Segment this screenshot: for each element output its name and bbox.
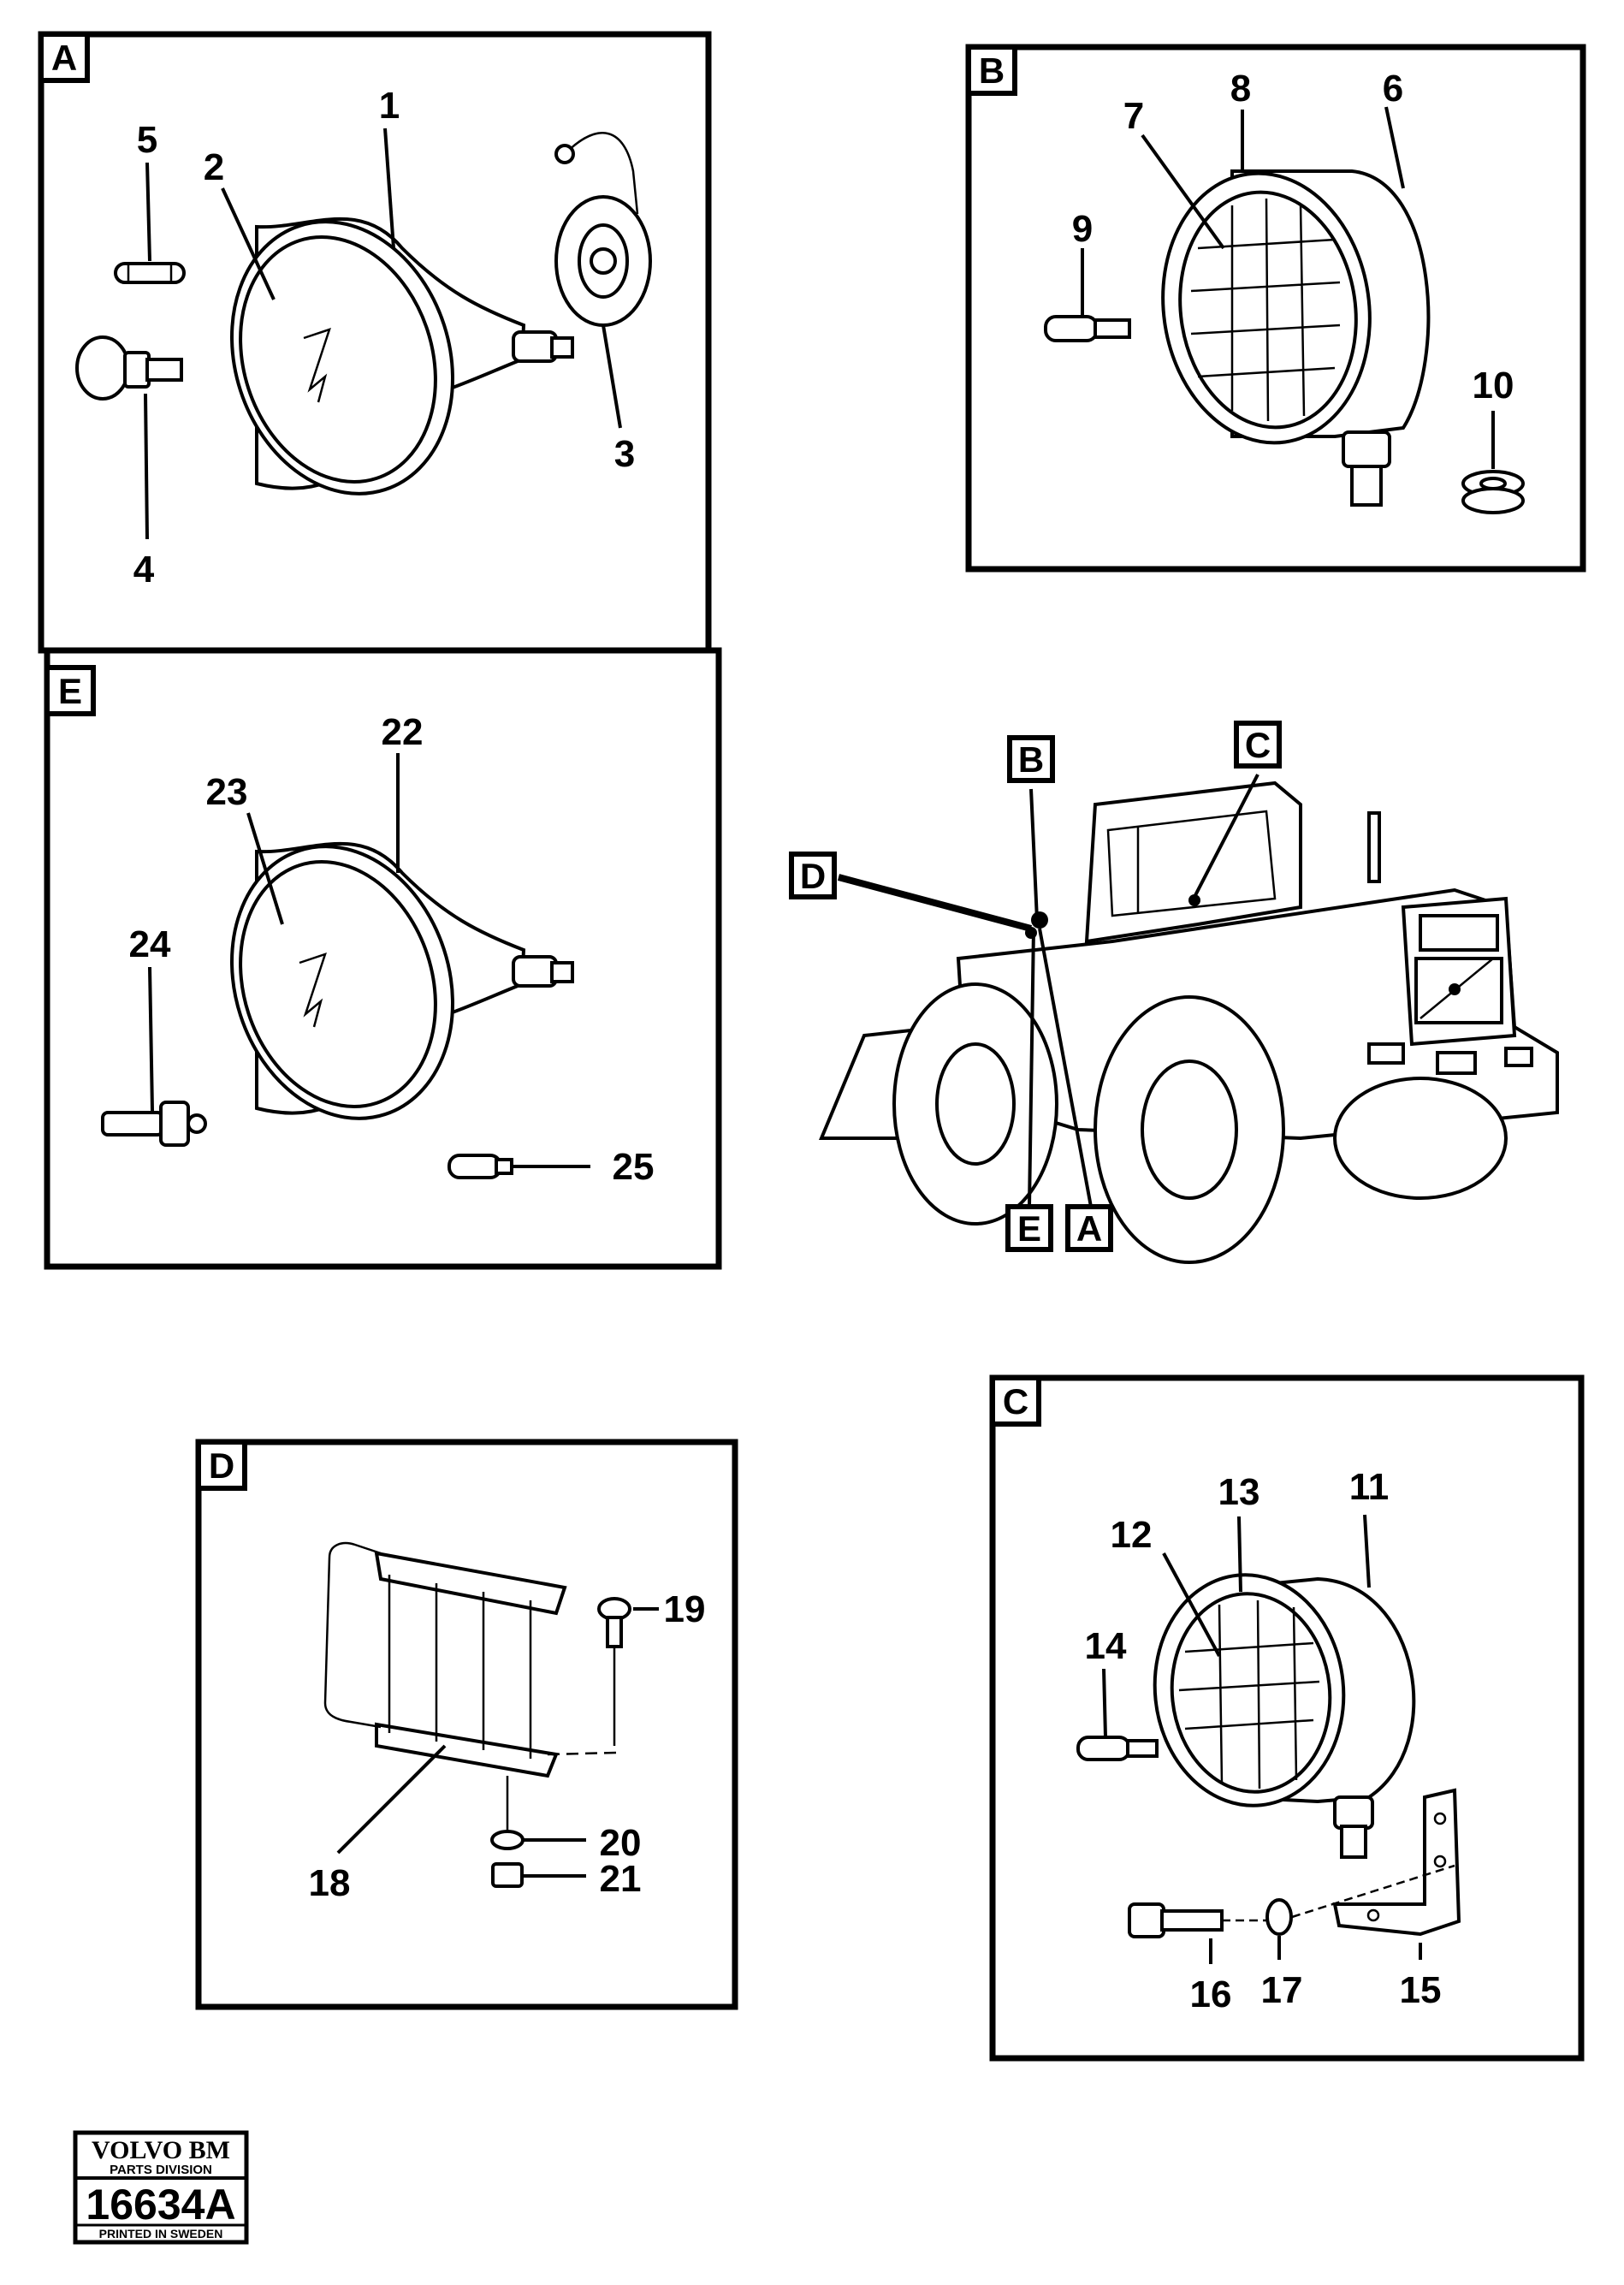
- callout-10: 10: [1473, 365, 1514, 407]
- callout-18: 18: [309, 1862, 351, 1904]
- guard-screw: [597, 1597, 631, 1746]
- callout-8: 8: [1230, 68, 1251, 110]
- grommet: [1461, 470, 1525, 514]
- worklight-b: [1161, 169, 1431, 507]
- callout-2: 2: [204, 146, 224, 188]
- callout-12: 12: [1111, 1514, 1153, 1556]
- tag-b: B: [1018, 739, 1044, 780]
- headlamp-a: [230, 217, 574, 496]
- capless-bulb: [1044, 315, 1131, 342]
- callout-14: 14: [1085, 1625, 1127, 1667]
- callout-24: 24: [129, 923, 171, 965]
- panel-c: C: [989, 1374, 1585, 2062]
- callout-9: 9: [1072, 208, 1093, 250]
- volvo-bm-stamp: VOLVO BM PARTS DIVISION 16634A PRINTED I…: [73, 2130, 249, 2245]
- stamp-code: 16634A: [86, 2181, 235, 2229]
- panel-e: E 22 23 24 25: [44, 647, 722, 1270]
- callout-15: 15: [1400, 1969, 1442, 2011]
- tag-e: E: [1017, 1208, 1041, 1249]
- halogen-bulb: [101, 1101, 207, 1147]
- panel-b: B 6 7 8 9 10: [965, 44, 1586, 573]
- festoon-bulb: [114, 262, 186, 284]
- callout-4: 4: [133, 549, 155, 591]
- callout-11: 11: [1349, 1466, 1390, 1508]
- callout-20: 20: [600, 1822, 642, 1864]
- panel-b-label: B: [979, 50, 1005, 91]
- stamp-brand: VOLVO BM: [92, 2136, 230, 2164]
- callout-22: 22: [382, 711, 424, 753]
- callout-6: 6: [1383, 68, 1403, 110]
- callout-7: 7: [1123, 95, 1144, 137]
- guard-washer: [490, 1830, 525, 1850]
- callout-23: 23: [206, 771, 248, 813]
- guard-nut: [491, 1862, 524, 1888]
- callout-13: 13: [1218, 1471, 1260, 1513]
- callout-16: 16: [1190, 1973, 1232, 2015]
- headlamp-bulb: [75, 335, 183, 401]
- bracket-washer: [1265, 1898, 1293, 1936]
- panel-d-label: D: [209, 1445, 234, 1486]
- tag-c: C: [1245, 725, 1271, 765]
- stamp-origin: PRINTED IN SWEDEN: [99, 2227, 223, 2240]
- panel-c-label: C: [1003, 1381, 1028, 1421]
- stamp-division: PARTS DIVISION: [110, 2163, 212, 2177]
- callout-17: 17: [1261, 1969, 1303, 2011]
- callout-1: 1: [379, 85, 400, 127]
- callout-3: 3: [614, 433, 635, 475]
- mounting-bracket: [1332, 1788, 1461, 1937]
- panel-a: A: [38, 31, 712, 654]
- headlamp-e: [230, 841, 574, 1120]
- panel-d: D 18 19 20 21: [195, 1439, 738, 2010]
- bracket-bolt: [1128, 1902, 1224, 1938]
- callout-21: 21: [600, 1858, 642, 1900]
- parking-bulb: [447, 1154, 513, 1179]
- bulb-c: [1076, 1736, 1159, 1761]
- callout-5: 5: [137, 119, 157, 161]
- wheel-loader-overview: B C D E A: [789, 721, 1559, 1264]
- panel-a-label: A: [51, 38, 77, 78]
- tag-a: A: [1076, 1208, 1102, 1249]
- callout-19: 19: [664, 1588, 706, 1630]
- panel-e-label: E: [58, 671, 82, 711]
- lamp-guard: [323, 1541, 617, 1778]
- tag-d: D: [800, 856, 826, 896]
- callout-25: 25: [613, 1146, 655, 1188]
